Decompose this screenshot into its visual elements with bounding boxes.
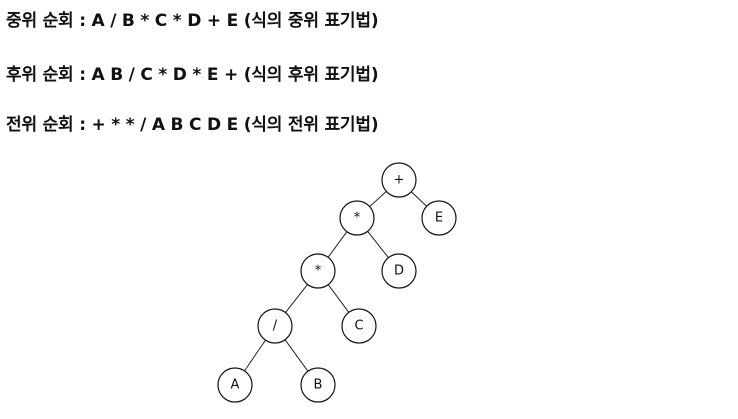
tree-node-circle — [300, 367, 336, 403]
tree-edge — [369, 191, 387, 207]
tree-node: * — [300, 253, 336, 289]
tree-node-label: / — [273, 319, 278, 334]
tree-node-label: * — [315, 264, 322, 279]
tree-edge — [327, 284, 350, 313]
tree-node-label: E — [435, 211, 443, 226]
tree-node-label: C — [354, 319, 363, 334]
tree-edge — [244, 339, 266, 372]
tree-nodes: + * E * D / C A B — [217, 162, 457, 403]
tree-node: B — [300, 367, 336, 403]
tree-node-label: + — [394, 173, 405, 188]
tree-node: * — [339, 200, 375, 236]
tree-node: E — [421, 200, 457, 236]
tree-node: A — [217, 367, 253, 403]
tree-edge — [327, 231, 348, 258]
tree-edges — [244, 191, 428, 372]
tree-edge — [285, 284, 308, 313]
tree-node-label: * — [354, 211, 361, 226]
inorder-traversal-text: 중위 순회 : A / B * C * D + E (식의 중위 표기법) — [6, 11, 379, 31]
tree-node: / — [257, 308, 293, 344]
tree-edge — [367, 230, 389, 259]
tree-node-circle — [257, 308, 293, 344]
tree-node-circle — [217, 367, 253, 403]
tree-node: D — [381, 253, 417, 289]
tree-node-circle — [300, 253, 336, 289]
tree-node-circle — [339, 200, 375, 236]
tree-node-circle — [381, 162, 417, 198]
tree-node-circle — [421, 200, 457, 236]
tree-node: C — [341, 308, 377, 344]
preorder-traversal-text: 전위 순회 : + * * / A B C D E (식의 전위 표기법) — [6, 115, 379, 135]
tree-node: + — [381, 162, 417, 198]
tree-node-circle — [341, 308, 377, 344]
tree-node-label: A — [231, 378, 240, 393]
tree-node-label: D — [394, 264, 404, 279]
tree-node-circle — [381, 253, 417, 289]
tree-node-label: B — [314, 378, 323, 393]
postorder-traversal-text: 후위 순회 : A B / C * D * E + (식의 후위 표기법) — [6, 65, 379, 85]
tree-edge — [284, 339, 309, 372]
tree-edge — [410, 191, 428, 207]
